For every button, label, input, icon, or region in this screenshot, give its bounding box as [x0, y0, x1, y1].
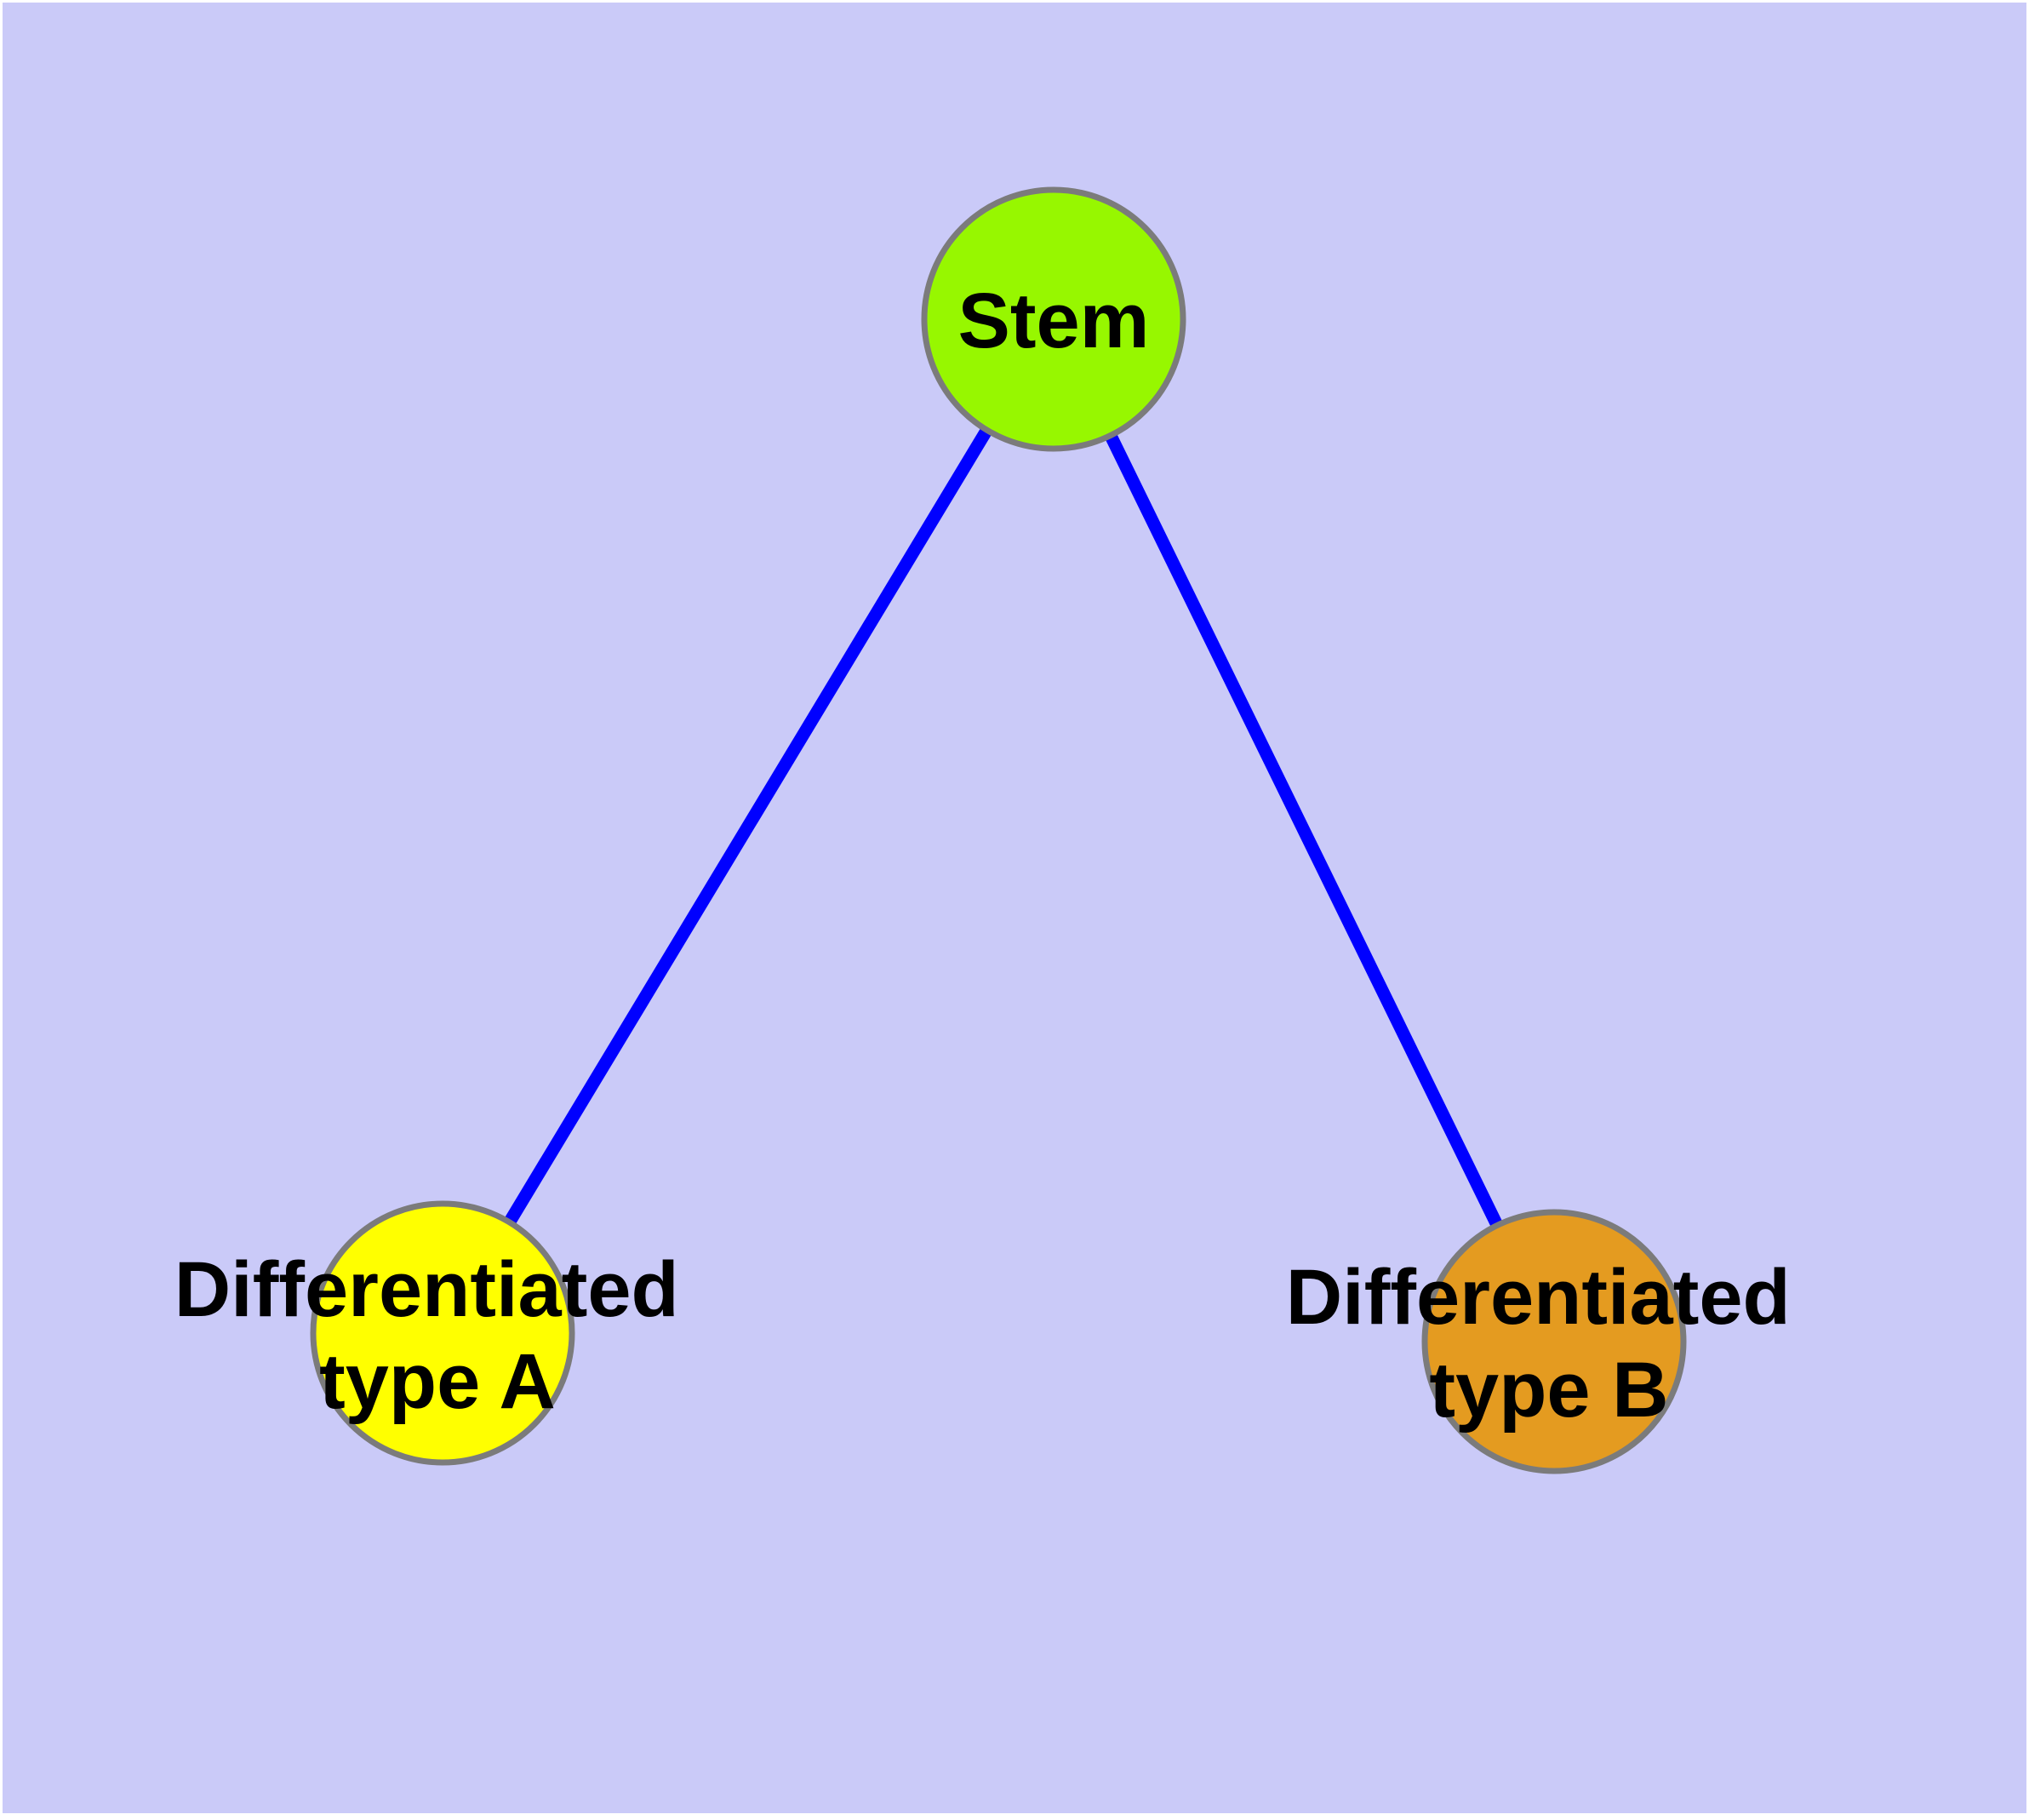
node-type-a-label: Differentiated type A [174, 1246, 701, 1425]
node-type-b-label-line2: type B [1429, 1347, 1668, 1434]
node-type-a-circle [310, 1200, 575, 1466]
node-stem-circle [921, 186, 1186, 452]
node-type-b-circle [1421, 1209, 1687, 1474]
edge-stem-to-type-b [1048, 316, 1560, 1345]
node-type-b-label: Differentiated type B [1286, 1254, 1813, 1434]
node-stem-label: Stem [958, 278, 1150, 364]
node-type-a-label-line1: Differentiated [174, 1246, 679, 1333]
edge-stem-to-type-a [437, 316, 1060, 1336]
node-type-b-label-line1: Differentiated [1286, 1254, 1791, 1341]
node-type-a-label-line2: type A [319, 1338, 556, 1425]
node-differentiated-type-a: Differentiated type A [174, 1200, 701, 1466]
node-stem: Stem [921, 186, 1186, 452]
node-differentiated-type-b: Differentiated type B [1286, 1209, 1813, 1474]
